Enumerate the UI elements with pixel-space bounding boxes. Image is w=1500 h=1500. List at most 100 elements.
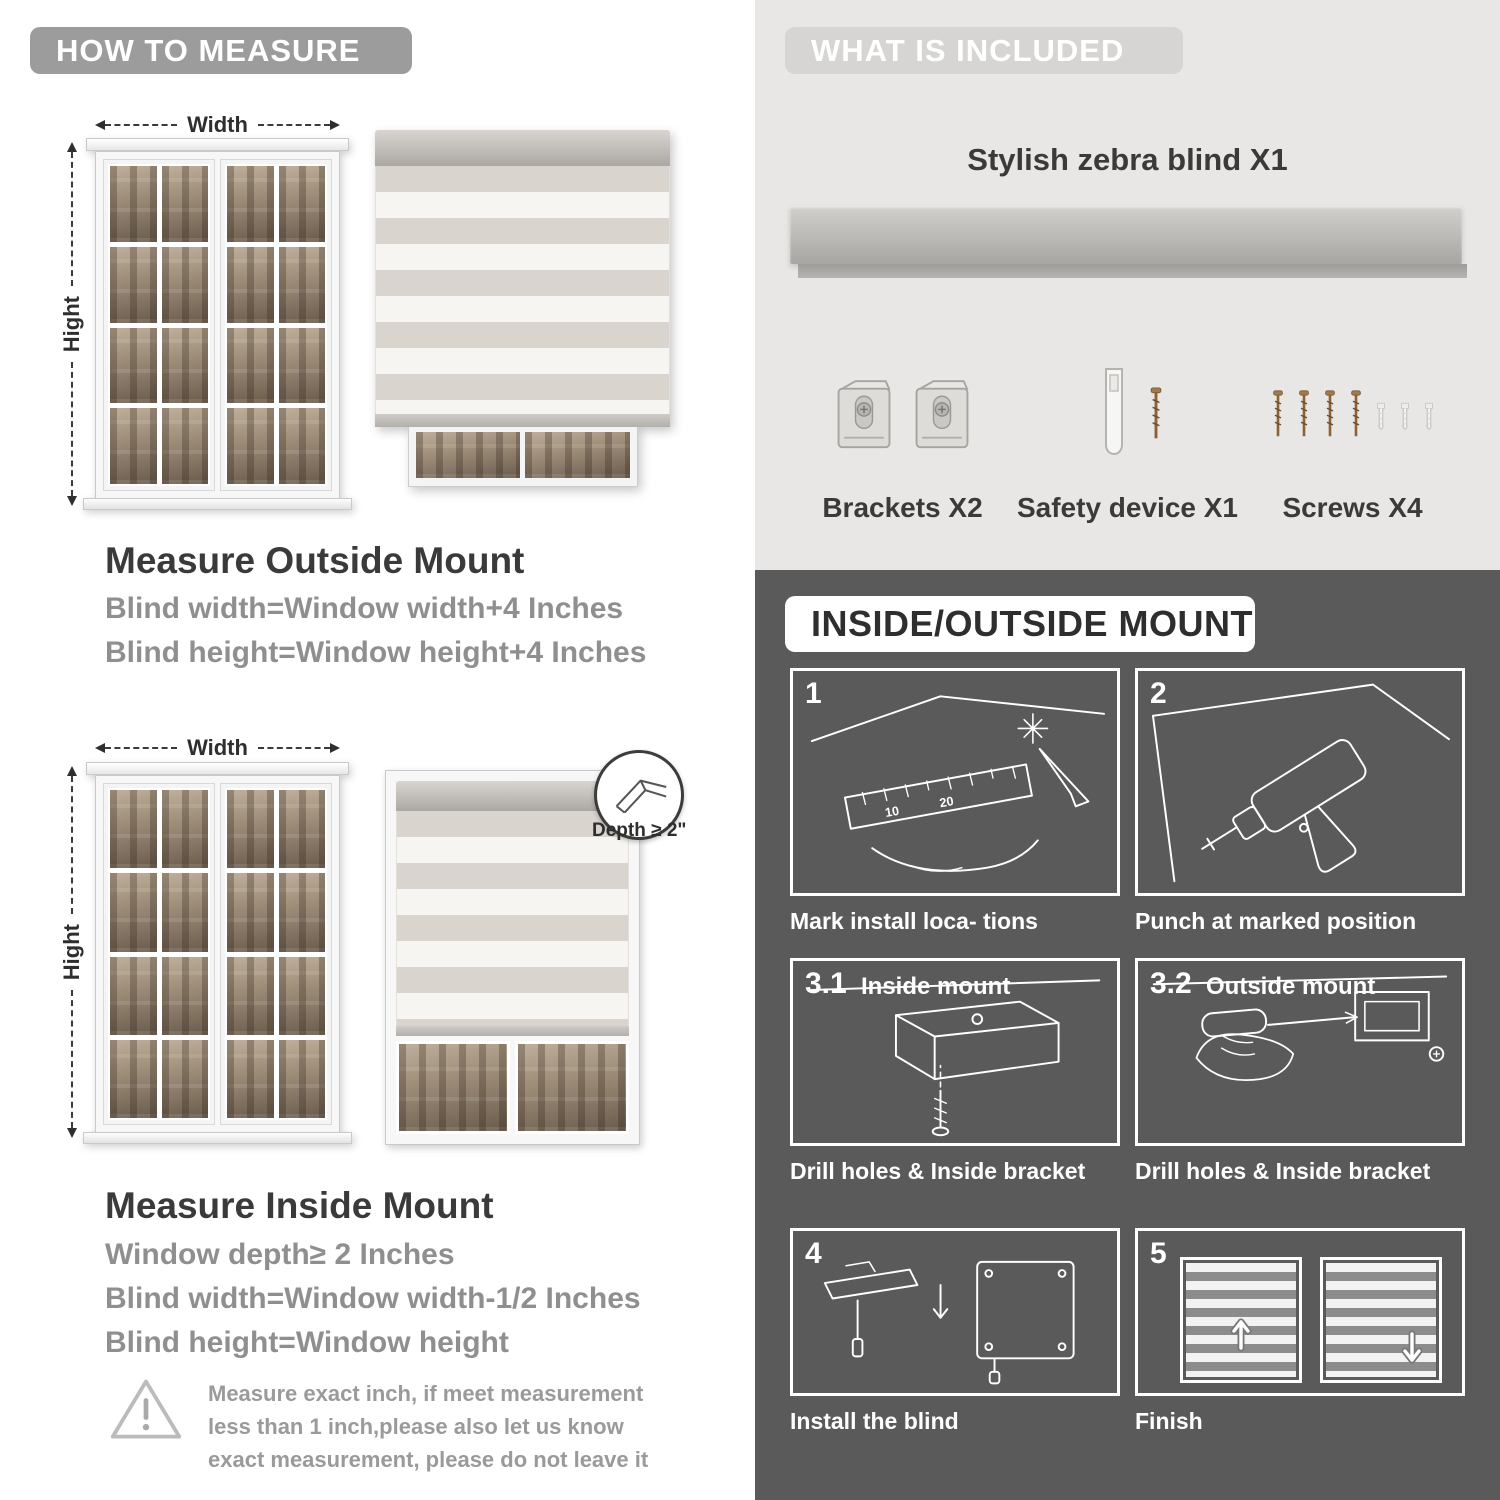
- window-sash: [220, 783, 332, 1125]
- step-number: 5: [1150, 1237, 1167, 1270]
- wall-anchor-icon: [1400, 402, 1409, 430]
- warning-icon: [110, 1379, 182, 1439]
- window-sash: [103, 783, 215, 1125]
- outside-mount-title: Measure Outside Mount: [105, 540, 525, 581]
- step-number: 2: [1150, 677, 1167, 710]
- blind-cassette: [396, 781, 629, 811]
- step-caption-1: Mark install loca- tions: [790, 908, 1038, 934]
- step-caption-3-1: Drill holes & Inside bracket: [790, 1158, 1086, 1184]
- depth-callout-label: Depth ≥ 2": [592, 820, 687, 841]
- window-peek: [407, 427, 638, 487]
- arrow-down-icon: [1401, 1330, 1423, 1364]
- drill-drawing: [1152, 683, 1450, 883]
- window-sash: [103, 159, 215, 491]
- step-caption-4: Install the blind: [790, 1408, 959, 1434]
- measure-note: Measure exact inch, if meet measurement …: [108, 1375, 668, 1476]
- blind-bottom-rail: [396, 1026, 629, 1036]
- inside-mount-line-1: Window depth≥ 2 Inches: [105, 1238, 455, 1271]
- what-is-included-section: WHAT IS INCLUDED Stylish zebra blind X1: [755, 0, 1500, 570]
- window-illustration-outside: [83, 138, 352, 510]
- outside-mount-line-2: Blind height=Window height+4 Inches: [105, 636, 647, 669]
- step-panel-4: 4: [790, 1228, 1120, 1396]
- zebra-blind-inside-illustration: [385, 770, 640, 1145]
- outside-bracket-drawing: [1152, 975, 1448, 1081]
- step-panel-2: 2: [1135, 668, 1465, 896]
- what-is-included-header: WHAT IS INCLUDED: [785, 27, 1183, 74]
- brackets-label: Brackets X2: [822, 492, 983, 523]
- brackets-item: [790, 342, 1015, 492]
- step-caption-5: Finish: [1135, 1408, 1203, 1434]
- window-corner-icon: [615, 779, 667, 814]
- screw-icon: [1150, 387, 1161, 439]
- blind-bottom-rail: [375, 414, 670, 427]
- height-arrow-inside: Hight: [59, 766, 84, 1139]
- arrow-up-icon: [67, 142, 77, 152]
- blind-stripes: [375, 166, 670, 414]
- ruler-number: 20: [938, 794, 954, 810]
- screws-label: Screws X4: [1282, 492, 1423, 523]
- width-arrow-inside: Width: [95, 735, 341, 760]
- screw-icon: [1298, 390, 1309, 437]
- window-panes-under-blind: [396, 1036, 629, 1134]
- safety-device-item: [1015, 342, 1240, 492]
- step-number: 4: [805, 1237, 822, 1270]
- arrow-right-icon: [330, 120, 341, 130]
- bracket-icon: [915, 380, 968, 449]
- depth-callout-circle: [594, 750, 684, 840]
- step-number: 3.1: [805, 967, 847, 1000]
- width-label: Width: [187, 112, 248, 137]
- step-sub-label: Outside mount: [1206, 973, 1376, 1000]
- finished-blind-up: [1180, 1257, 1302, 1383]
- width-label: Width: [187, 735, 248, 760]
- screw-icon: [1272, 390, 1283, 437]
- inside-mount-line-3: Blind height=Window height: [105, 1326, 509, 1359]
- inside-bracket-drawing: [809, 979, 1101, 1137]
- outside-mount-line-1: Blind width=Window width+4 Inches: [105, 592, 624, 625]
- window-illustration-inside: [83, 762, 352, 1144]
- zebra-blind-headrail-image: [790, 206, 1467, 278]
- height-arrow-outside: Hight: [59, 142, 84, 507]
- how-to-measure-header: HOW TO MEASURE: [30, 27, 412, 74]
- arrow-left-icon: [95, 743, 105, 753]
- blind-stripes: [396, 811, 629, 1026]
- blind-cassette: [375, 130, 670, 166]
- step-number: 3.2: [1150, 967, 1192, 1000]
- how-to-measure-section: HOW TO MEASURE Width Hight: [30, 27, 687, 1476]
- ruler-number: 10: [884, 804, 900, 820]
- bracket-icon: [837, 380, 890, 449]
- step-panel-3-1: 3.1 Inside mount: [790, 958, 1120, 1146]
- arrow-up-icon: [1230, 1318, 1252, 1352]
- height-label: Hight: [59, 923, 84, 981]
- mount-section-header: INSIDE/OUTSIDE MOUNT: [785, 596, 1255, 652]
- wall-anchor-icon: [1424, 402, 1433, 430]
- arrow-left-icon: [95, 120, 105, 130]
- screw-icon: [1350, 390, 1361, 437]
- safety-device-icon: [1104, 368, 1123, 455]
- window-sash: [220, 159, 332, 491]
- arrow-down-icon: [67, 1128, 77, 1139]
- arrow-down-icon: [67, 496, 77, 507]
- step-panel-3-2: 3.2 Outside mount: [1135, 958, 1465, 1146]
- height-label: Hight: [59, 295, 84, 353]
- arrow-up-icon: [67, 766, 77, 776]
- step-panel-1: 1 10 20: [790, 668, 1120, 896]
- screw-icon: [1324, 390, 1335, 437]
- wall-anchor-icon: [1376, 402, 1385, 430]
- step-sub-label: Inside mount: [861, 973, 1011, 1000]
- arrow-right-icon: [330, 743, 341, 753]
- inside-mount-line-2: Blind width=Window width-1/2 Inches: [105, 1282, 641, 1315]
- step-caption-2: Punch at marked position: [1135, 908, 1417, 934]
- measure-note-text: Measure exact inch, if meet measurement …: [208, 1381, 649, 1472]
- width-arrow-outside: Width: [95, 112, 341, 137]
- inside-outside-mount-section: INSIDE/OUTSIDE MOUNT 1 10 20 2: [755, 570, 1500, 1500]
- install-blind-drawing: [823, 1260, 1075, 1385]
- mark-locations-drawing: 10 20: [810, 695, 1105, 872]
- zebra-blind-outside-illustration: [375, 130, 670, 487]
- safety-device-label: Safety device X1: [1016, 492, 1239, 523]
- step-number: 1: [805, 677, 822, 710]
- screws-item: [1240, 342, 1465, 492]
- product-label: Stylish zebra blind X1: [967, 142, 1288, 177]
- inside-mount-title: Measure Inside Mount: [105, 1185, 494, 1226]
- finished-blind-down: [1320, 1257, 1442, 1383]
